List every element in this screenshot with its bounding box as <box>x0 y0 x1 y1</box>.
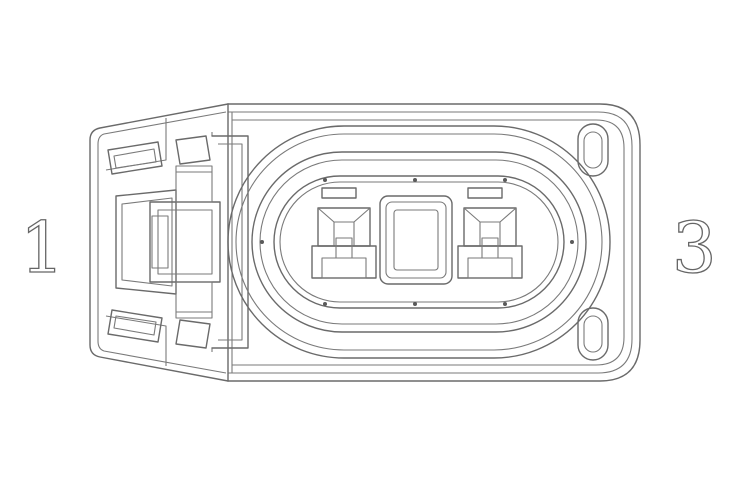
housing-outline <box>227 103 641 382</box>
mounting-eyelets <box>577 123 609 361</box>
terminal-cavity-1 <box>311 187 377 279</box>
latch-section <box>89 103 249 382</box>
terminal-cavity-3 <box>457 187 523 279</box>
center-key <box>379 195 453 285</box>
pin-label-1: 1 <box>20 207 65 289</box>
pin-label-3: 3 <box>672 207 717 289</box>
locating-dots <box>260 178 574 306</box>
socket-rim <box>227 125 611 359</box>
